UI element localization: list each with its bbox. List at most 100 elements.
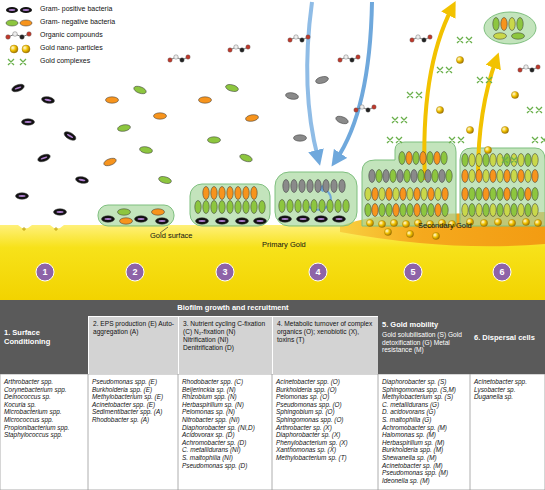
- bacterium: [483, 154, 489, 167]
- bacterium: [421, 204, 427, 217]
- species-name: Corynebacterium spp.: [4, 386, 67, 394]
- table-grid: [178, 374, 179, 490]
- stage-circles: [36, 263, 511, 281]
- organic-compound: [246, 45, 250, 49]
- bacterium: [315, 180, 321, 193]
- bacterium: [283, 180, 289, 193]
- species-name: Sedimentibacter spp. (A): [92, 408, 162, 416]
- bacterium: [383, 170, 389, 183]
- species-name: Sphingomonas spp. (O): [276, 416, 344, 424]
- bacterium: [307, 180, 313, 193]
- bacterium: [158, 175, 172, 185]
- bacterium: [219, 201, 225, 214]
- bacterium: [245, 114, 259, 123]
- bacterium: [421, 188, 427, 201]
- bacterium: [333, 216, 346, 222]
- bacterium: [339, 180, 345, 193]
- bacterium: [117, 124, 131, 133]
- species-name: Beijerinckia sp. (N): [182, 386, 236, 394]
- legend-samples: [9, 9, 16, 11]
- species-name: Staphylococcus spp.: [4, 431, 63, 439]
- species-name: Diaphorobacter sp. (S): [382, 378, 446, 386]
- bacterium: [102, 216, 115, 222]
- bacterium: [303, 200, 309, 213]
- bacterium: [37, 153, 51, 163]
- bacterium: [399, 152, 405, 165]
- bacterium: [315, 180, 321, 193]
- bacterium: [497, 170, 503, 183]
- species-name: S. maltophilia (NI): [182, 454, 233, 462]
- gold-nanoparticle: [522, 218, 529, 225]
- bacterium: [476, 170, 482, 183]
- region-label: Gold surface: [150, 232, 193, 240]
- legend-samples: [6, 7, 32, 65]
- bacterium: [462, 170, 468, 183]
- bacterium: [285, 92, 299, 101]
- bacterium: [493, 18, 499, 31]
- bacterium: [203, 201, 209, 214]
- bacterium: [483, 188, 489, 201]
- species-name: Burkholderia spp. (O): [276, 386, 337, 394]
- gold-nanoparticle: [406, 230, 413, 237]
- bacterium: [490, 204, 496, 217]
- bacterium: [133, 85, 147, 95]
- bacterium: [483, 170, 489, 183]
- bacterium: [518, 170, 524, 183]
- gold-nanoparticle: [378, 220, 385, 227]
- species-name: Pelomonas sp. (N): [182, 408, 235, 416]
- bacterium: [335, 115, 349, 125]
- bacterium: [399, 152, 405, 165]
- legend-label: Gram- negative bacteria: [40, 18, 115, 25]
- bacterium: [494, 33, 507, 39]
- bacterium: [434, 152, 440, 165]
- biofilm-matrix: [190, 184, 270, 226]
- bacterium: [297, 216, 310, 222]
- species-name: Micrococcus spp.: [4, 416, 53, 424]
- flow-arrows: [336, 2, 372, 160]
- surface-pits: [22, 227, 58, 231]
- species-name: Shewanella sp. (M): [382, 454, 437, 462]
- bacterium: [469, 204, 475, 217]
- bacterium: [279, 200, 285, 213]
- organic-compound: [294, 35, 298, 39]
- bacterium: [315, 216, 328, 222]
- gold-ground: [0, 212, 545, 300]
- bacterium: [327, 200, 333, 213]
- bacterium: [40, 156, 47, 160]
- bacterium: [393, 204, 399, 217]
- organic-compound: [356, 107, 374, 110]
- bacterium: [243, 201, 249, 214]
- gold-nanoparticle: [436, 106, 443, 113]
- bacterium: [315, 216, 328, 222]
- organic-compound: [168, 58, 172, 62]
- bacteria: [11, 18, 538, 225]
- bacterium: [393, 204, 399, 217]
- legend-samples: [8, 59, 26, 65]
- organic-compound: [234, 45, 238, 49]
- bacterium: [517, 18, 523, 31]
- bacterium: [103, 157, 117, 167]
- bacterium: [411, 170, 417, 183]
- bacterium: [393, 188, 399, 201]
- bacterium: [497, 170, 503, 183]
- bacterium: [501, 18, 507, 31]
- table-grid: [272, 374, 273, 490]
- bacterium: [25, 121, 32, 123]
- gold-complex: [532, 137, 545, 143]
- bacterium: [504, 204, 510, 217]
- bacterium: [427, 152, 433, 165]
- organic-compound: [422, 38, 426, 42]
- legend-samples: [6, 7, 18, 13]
- gold-complex: [527, 107, 542, 113]
- bacterium: [469, 170, 475, 183]
- bacterium: [469, 188, 475, 201]
- species-name: Diaphorobacter sp. (X): [276, 431, 340, 439]
- bacterium: [501, 18, 507, 31]
- bacterium: [425, 170, 431, 183]
- bacterium: [518, 204, 524, 217]
- bacterium: [462, 154, 468, 167]
- organic-compound: [518, 65, 540, 72]
- bacterium: [227, 187, 233, 200]
- bacterium: [414, 188, 420, 201]
- bacterium: [483, 170, 489, 183]
